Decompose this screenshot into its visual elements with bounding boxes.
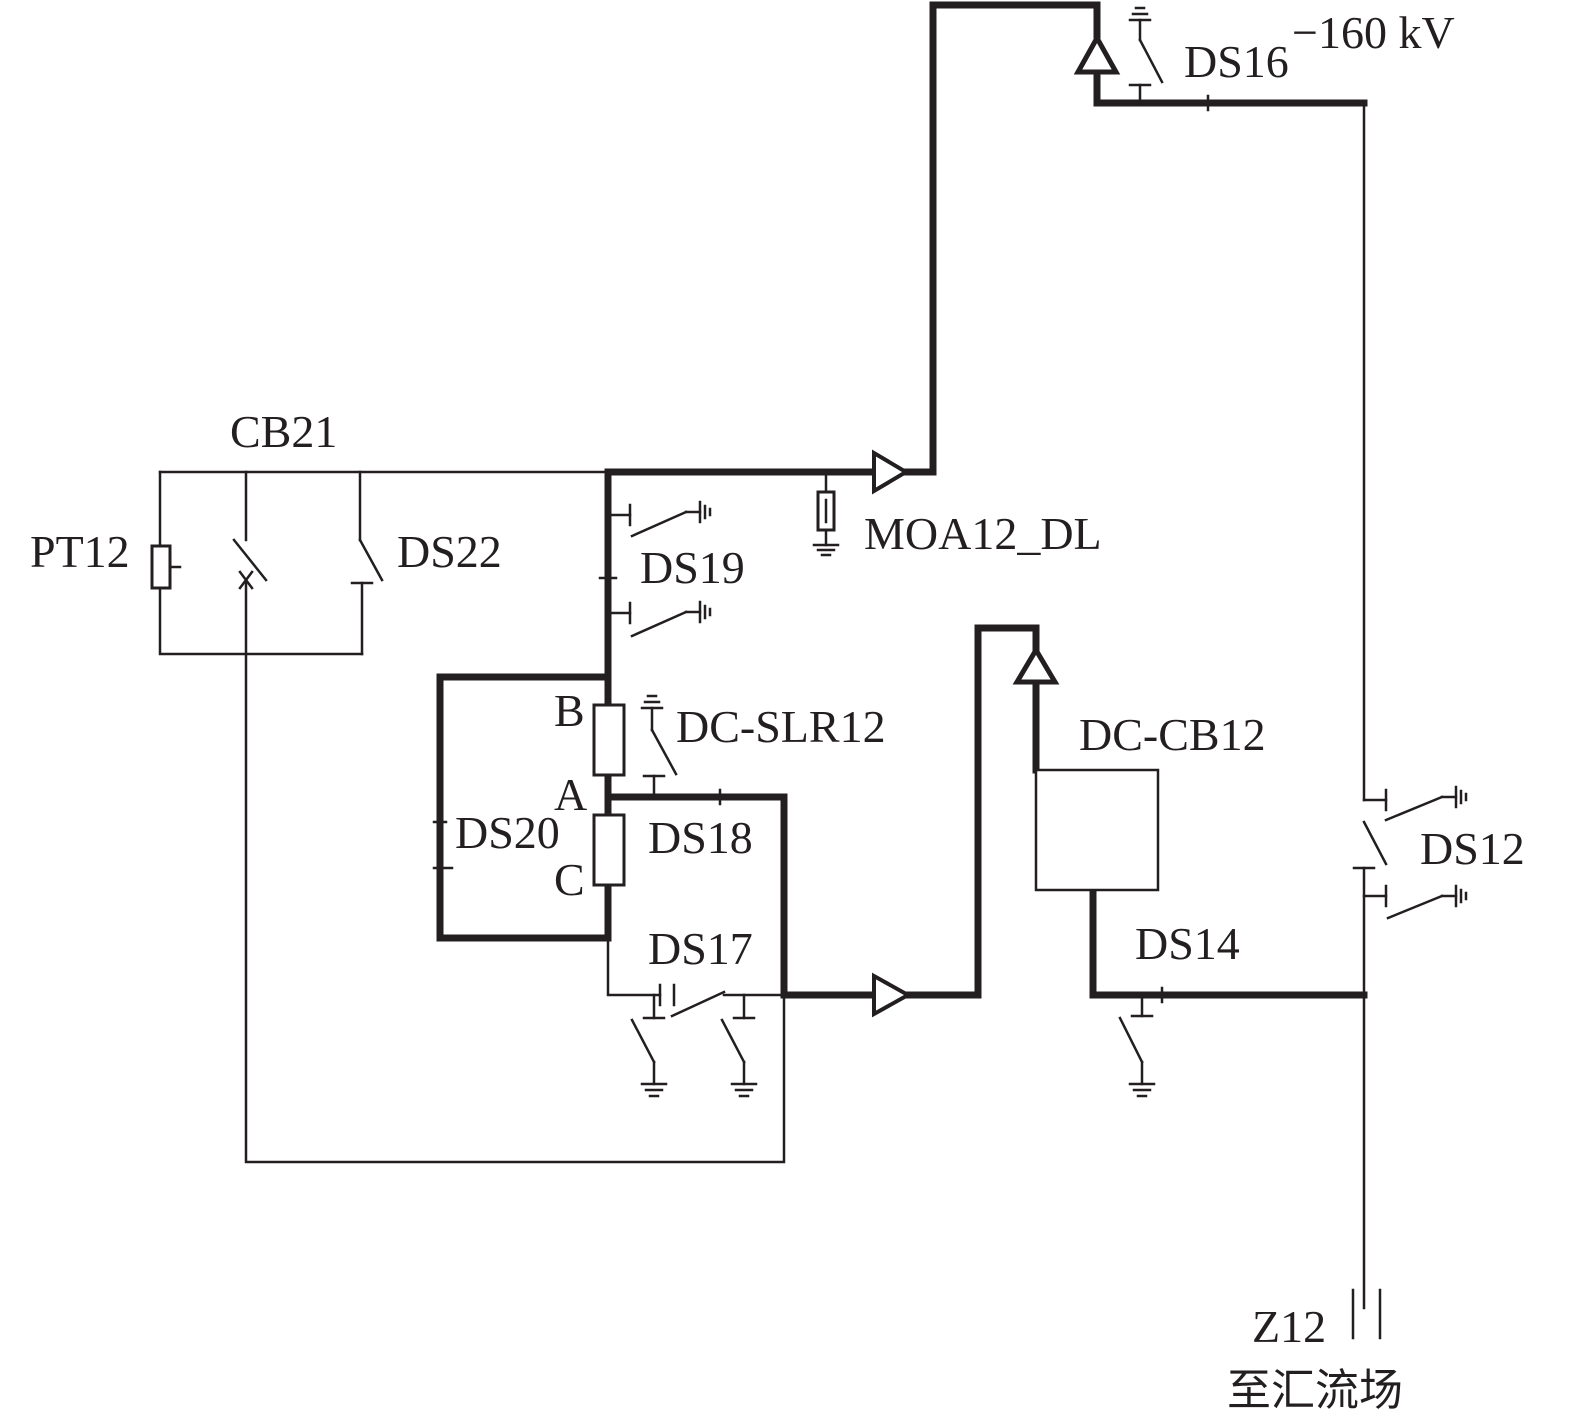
- label-pt12: PT12: [30, 526, 130, 577]
- dc-slr12-reactor-ac: [592, 813, 626, 887]
- thick-wires: [436, 1, 1368, 999]
- diode-ds16: [1073, 32, 1121, 75]
- label-ds12: DS12: [1420, 823, 1525, 874]
- label-ds22: DS22: [397, 526, 502, 577]
- diode-bottom-horizontal: [872, 972, 913, 1018]
- label-ds19: DS19: [640, 542, 745, 593]
- ds22-switch: [350, 538, 384, 585]
- label-ds20: DS20: [455, 807, 560, 858]
- label-moa12-dl: MOA12_DL: [864, 508, 1102, 559]
- ds17-series-switch: [658, 983, 786, 1018]
- moa12-arrester: [812, 470, 840, 557]
- label-dc-cb12: DC-CB12: [1079, 709, 1266, 760]
- diode-dccb12: [1012, 645, 1060, 685]
- dc-cb12-breaker: [1034, 768, 1160, 892]
- ds17-earth-switch-right: [720, 993, 758, 1098]
- label-cb21: CB21: [230, 406, 337, 457]
- label-z12: Z12: [1252, 1301, 1326, 1352]
- pt12-transformer: [150, 544, 182, 590]
- label-node-a: A: [554, 769, 587, 820]
- ds20-switch: [432, 820, 454, 870]
- dc-slr12-earth-switch: [640, 694, 722, 806]
- thin-wires: [158, 101, 1382, 1340]
- label-ds18: DS18: [648, 812, 753, 863]
- ds16-earth-switch: [1128, 6, 1210, 112]
- label-node-c: C: [554, 854, 585, 905]
- ds12-earth-switch-bottom: [1362, 884, 1468, 920]
- label-ds14: DS14: [1135, 918, 1240, 969]
- label-dc-slr12: DC-SLR12: [676, 701, 886, 752]
- ds17-earth-switch-left: [630, 993, 668, 1098]
- labels: CB21 PT12 DS22 DS19 MOA12_DL DS16 −160 k…: [30, 7, 1525, 1416]
- ds19-earth-switch-bottom: [598, 576, 712, 638]
- ds14-earth-switch: [1118, 986, 1164, 1098]
- dc-slr12-reactor-ab: [592, 703, 626, 777]
- ds19-earth-switch-top: [606, 500, 712, 538]
- cb21-breaker: [232, 538, 268, 590]
- label-ds17: DS17: [648, 923, 753, 974]
- diode-top-horizontal: [872, 449, 910, 495]
- ds12-series-switch: [1352, 788, 1388, 870]
- label-voltage: −160 kV: [1292, 7, 1455, 58]
- label-to-station: 至汇流场: [1227, 1365, 1403, 1416]
- ds12-earth-switch-top: [1384, 785, 1468, 822]
- label-node-b: B: [554, 685, 585, 736]
- label-ds16: DS16: [1184, 36, 1289, 87]
